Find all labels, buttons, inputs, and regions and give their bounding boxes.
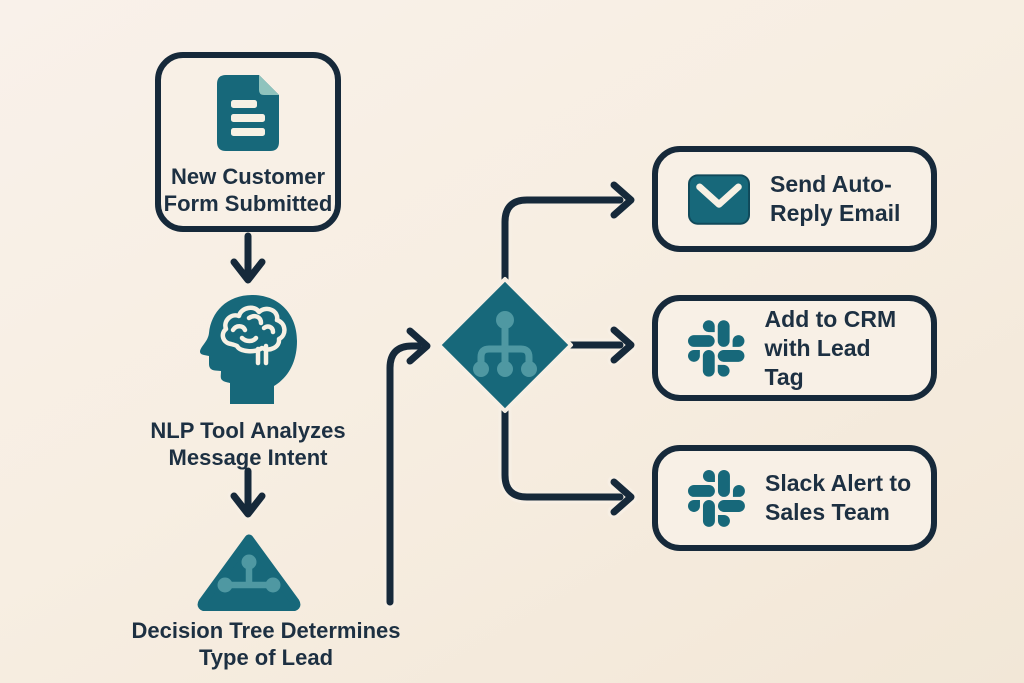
decision-node-label: Decision Tree Determines Type of Lead [101, 617, 431, 671]
nlp-label-line-1: NLP Tool Analyzes [150, 418, 346, 443]
slack-icon [688, 469, 745, 527]
arrow-nlp-to-decision [227, 464, 269, 521]
nlp-label-line-2: Message Intent [168, 445, 328, 470]
sitemap-icon [473, 311, 537, 377]
arrow-decision-to-router [383, 324, 434, 609]
document-icon [217, 75, 279, 151]
slack-icon [688, 319, 745, 377]
start-node-label: New Customer Form Submitted [164, 163, 333, 217]
output-label-slack: Slack Alert to Sales Team [765, 469, 911, 527]
arrow-router-to-slack [498, 385, 638, 519]
node-send-auto-reply-email: Send Auto- Reply Email [652, 146, 937, 252]
email-icon [688, 173, 750, 225]
crm-label-line-2: with Lead Tag [764, 334, 871, 390]
slack-label-line-1: Slack Alert to [765, 470, 912, 496]
start-label-line-1: New Customer [170, 164, 326, 189]
nlp-node-label: NLP Tool Analyzes Message Intent [83, 417, 413, 471]
slack-label-line-2: Sales Team [765, 499, 890, 525]
arrow-start-to-nlp [227, 229, 269, 287]
crm-label-line-1: Add to CRM [764, 305, 897, 332]
start-label-line-2: Form Submitted [163, 191, 333, 216]
node-slack-alert: Slack Alert to Sales Team [652, 445, 937, 551]
decision-label-line-1: Decision Tree Determines [131, 618, 401, 643]
email-label-line-1: Send Auto- [770, 171, 892, 197]
output-label-crm: Add to CRM with Lead Tag [765, 305, 915, 392]
decision-label-line-2: Type of Lead [198, 645, 334, 670]
email-label-line-2: Reply Email [770, 200, 901, 226]
head-brain-icon [200, 295, 297, 404]
decision-tree-triangle-icon [197, 534, 301, 611]
arrow-router-to-email [498, 178, 638, 307]
node-add-to-crm: Add to CRM with Lead Tag [652, 295, 937, 401]
node-new-customer-form: New Customer Form Submitted [155, 52, 341, 232]
output-label-email: Send Auto- Reply Email [770, 170, 900, 228]
router-diamond [437, 277, 573, 413]
